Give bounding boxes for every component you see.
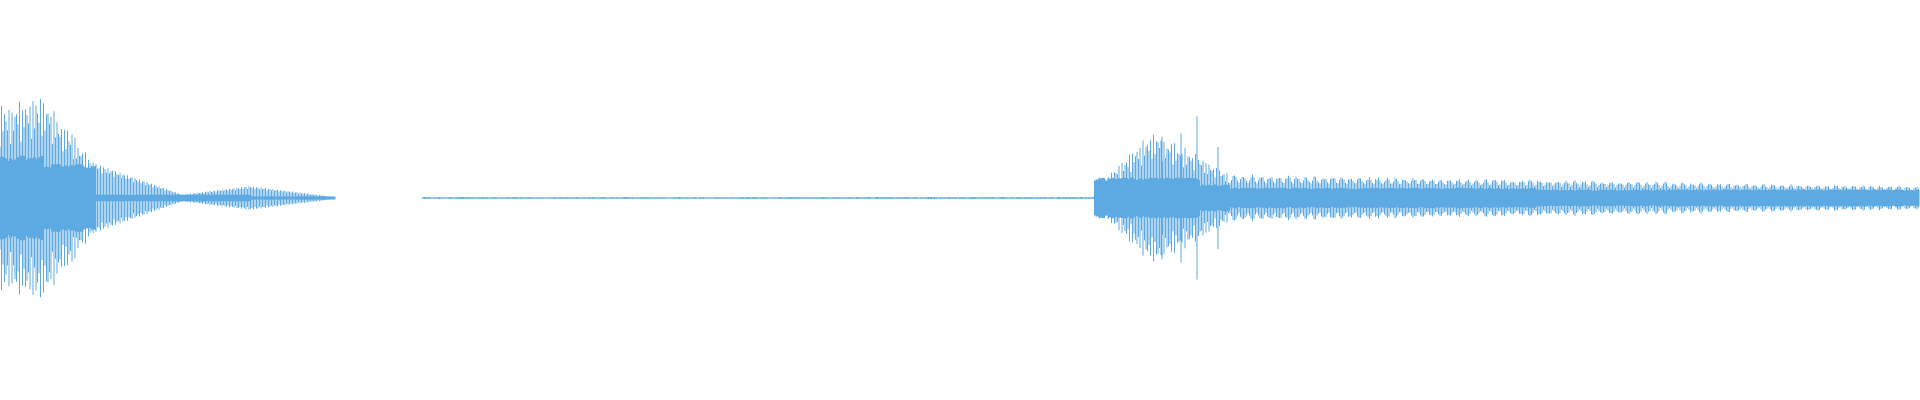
waveform-trace bbox=[0, 98, 1920, 298]
